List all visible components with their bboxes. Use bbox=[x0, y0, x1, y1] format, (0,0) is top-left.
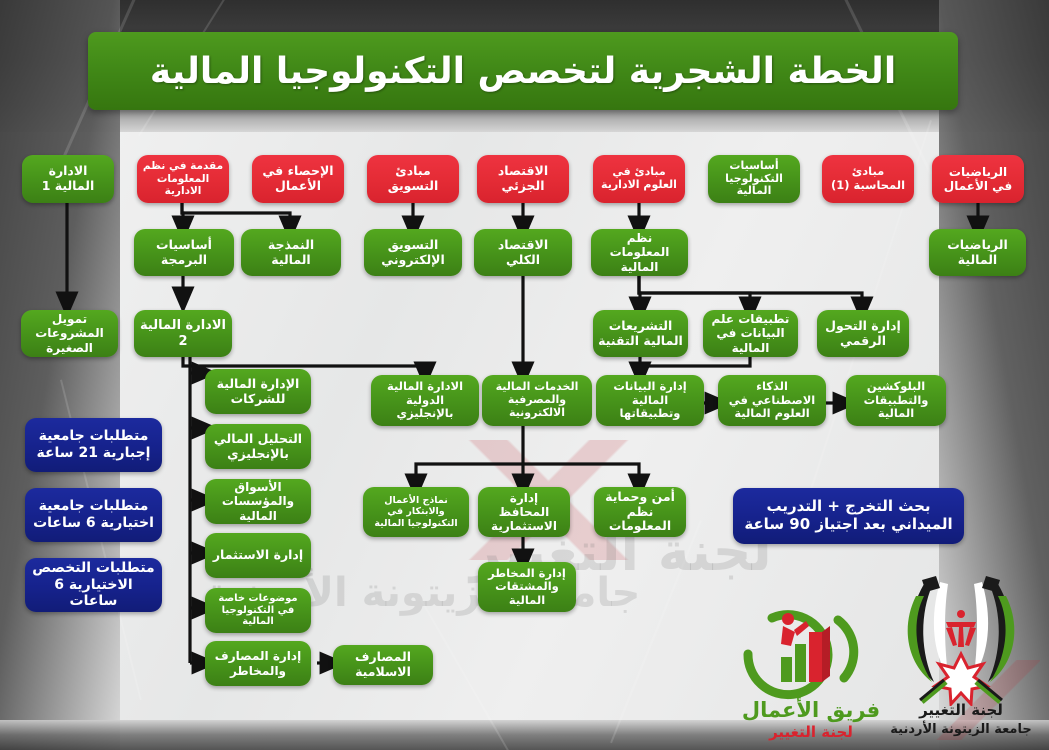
course-node-islamic-banks[interactable]: المصارف الاسلامية bbox=[333, 645, 433, 685]
node-label: تمويل المشروعات الصغيرة bbox=[35, 312, 104, 355]
node-label: التحليل المالي بالإنجليزي bbox=[213, 430, 303, 461]
university-logo-title: لجنة التغيير bbox=[919, 701, 1003, 719]
course-node-e-banking[interactable]: الخدمات المالية والمصرفية الالكترونية bbox=[482, 375, 592, 426]
node-label: الإحصاء في الأعمال bbox=[262, 163, 334, 193]
node-label: الخدمات المالية والمصرفية الالكترونية bbox=[495, 380, 579, 419]
university-logo: لجنة التغيير جامعة الزيتونة الأردنية bbox=[886, 556, 1036, 746]
node-label: التشريعات المالية التقنية bbox=[598, 317, 683, 348]
node-label: إدارة المصارف والمخاطر bbox=[214, 649, 302, 678]
node-label: الذكاء الاصطناعي في العلوم المالية bbox=[728, 379, 816, 421]
course-node-ai-finance[interactable]: الذكاء الاصطناعي في العلوم المالية bbox=[718, 375, 826, 426]
course-node-fin-modeling[interactable]: النمذجة المالية bbox=[241, 229, 341, 276]
course-node-fin-info-sys[interactable]: نظم المعلومات المالية bbox=[591, 229, 688, 276]
node-label: الرياضيات المالية bbox=[947, 236, 1008, 267]
course-node-marketing-prin[interactable]: مبادئ التسويق bbox=[367, 155, 459, 203]
course-node-banks-risk[interactable]: إدارة المصارف والمخاطر bbox=[205, 641, 311, 686]
node-label: أساسيات التكنولوجيا المالية bbox=[725, 158, 783, 198]
page-title: الخطة الشجرية لتخصص التكنولوجيا المالية bbox=[88, 32, 958, 110]
node-label: متطلبات التخصص الاختيارية 6 ساعات bbox=[32, 560, 155, 610]
university-logo-subtitle: جامعة الزيتونة الأردنية bbox=[890, 722, 1032, 737]
node-label: إدارة البيانات المالية وتطبيقاتها bbox=[613, 379, 687, 421]
course-node-prog-basics[interactable]: أساسيات البرمجة bbox=[134, 229, 234, 276]
node-label: إدارة التحول الرقمي bbox=[825, 317, 901, 348]
course-node-admin-sci-prin[interactable]: مبادئ في العلوم الادارية bbox=[593, 155, 685, 203]
course-node-fin-analysis-eng[interactable]: التحليل المالي بالإنجليزي bbox=[205, 424, 311, 469]
graduation-requirement-box[interactable]: بحث التخرج + التدريب الميداني بعد اجتياز… bbox=[733, 488, 964, 544]
node-label: إدارة المحافظ الاستثمارية bbox=[491, 490, 557, 534]
business-team-logo-subtitle: لجنة التغيير bbox=[769, 723, 853, 741]
course-node-micro-econ[interactable]: الاقتصاد الجزئي bbox=[477, 155, 569, 203]
node-label: الأسواق والمؤسسات المالية bbox=[221, 480, 295, 523]
requirement-box-major-elective[interactable]: متطلبات التخصص الاختيارية 6 ساعات bbox=[25, 558, 162, 612]
requirement-box-univ-mandatory[interactable]: متطلبات جامعية إجبارية 21 ساعة bbox=[25, 418, 162, 472]
course-node-blockchain[interactable]: البلوكشين والتطبيقات المالية bbox=[846, 375, 946, 426]
node-label: الاقتصاد الكلي bbox=[497, 236, 549, 267]
node-label: بحث التخرج + التدريب الميداني بعد اجتياز… bbox=[744, 497, 953, 533]
node-label: مبادئ التسويق bbox=[387, 163, 439, 193]
node-label: الادارة المالية 1 bbox=[41, 163, 95, 193]
course-node-e-marketing[interactable]: التسويق الإلكتروني bbox=[364, 229, 462, 276]
page-title-text: الخطة الشجرية لتخصص التكنولوجيا المالية bbox=[149, 50, 897, 92]
course-node-info-security[interactable]: أمن وحماية نظم المعلومات bbox=[594, 487, 686, 537]
course-node-macro-econ[interactable]: الاقتصاد الكلي bbox=[474, 229, 572, 276]
course-node-intro-mis[interactable]: مقدمة في نظم المعلومات الادارية bbox=[137, 155, 229, 203]
course-node-corp-fin-mgmt[interactable]: الإدارة المالية للشركات bbox=[205, 369, 311, 414]
node-label: الإدارة المالية للشركات bbox=[216, 375, 300, 406]
course-node-fin-mgmt-1[interactable]: الادارة المالية 1 bbox=[22, 155, 114, 203]
business-team-logo-title: فريق الأعمال bbox=[741, 698, 881, 722]
course-node-fintech-basics[interactable]: أساسيات التكنولوجيا المالية bbox=[708, 155, 800, 203]
node-label: أساسيات البرمجة bbox=[156, 236, 212, 267]
node-label: متطلبات جامعية اختيارية 6 ساعات bbox=[33, 498, 154, 531]
business-team-logo: فريق الأعمال لجنة التغيير bbox=[726, 602, 896, 742]
node-label: نماذج الأعمال والابتكار في التكنولوجيا ا… bbox=[374, 495, 458, 529]
node-label: مبادئ المحاسبة (1) bbox=[830, 164, 906, 192]
node-label: الادارة المالية الدولية بالإنجليزي bbox=[386, 379, 464, 421]
course-node-data-mgmt[interactable]: إدارة البيانات المالية وتطبيقاتها bbox=[596, 375, 704, 426]
node-label: الاقتصاد الجزئي bbox=[497, 163, 549, 193]
course-node-accounting-1[interactable]: مبادئ المحاسبة (1) bbox=[822, 155, 914, 203]
course-node-markets-inst[interactable]: الأسواق والمؤسسات المالية bbox=[205, 479, 311, 524]
course-node-digital-transf[interactable]: إدارة التحول الرقمي bbox=[817, 310, 909, 357]
node-label: الادارة المالية 2 bbox=[140, 318, 226, 349]
university-logo-mark bbox=[907, 576, 1015, 708]
node-label: البلوكشين والتطبيقات المالية bbox=[863, 379, 929, 421]
course-node-fintech-legis[interactable]: التشريعات المالية التقنية bbox=[593, 310, 688, 357]
course-node-risk-derivs[interactable]: إدارة المخاطر والمشتقات المالية bbox=[478, 562, 576, 612]
background-bottom-band bbox=[0, 720, 1049, 750]
course-node-intl-fin-eng[interactable]: الادارة المالية الدولية بالإنجليزي bbox=[371, 375, 479, 426]
course-node-portfolio-mgmt[interactable]: إدارة المحافظ الاستثمارية bbox=[478, 487, 570, 537]
node-label: موضوعات خاصة في التكنولوجيا المالية bbox=[218, 592, 298, 628]
node-label: مبادئ في العلوم الادارية bbox=[601, 165, 677, 191]
course-node-small-proj-fin[interactable]: تمويل المشروعات الصغيرة bbox=[21, 310, 118, 357]
node-label: متطلبات جامعية إجبارية 21 ساعة bbox=[36, 428, 151, 461]
course-node-special-topics[interactable]: موضوعات خاصة في التكنولوجيا المالية bbox=[205, 588, 311, 633]
course-node-business-stats[interactable]: الإحصاء في الأعمال bbox=[252, 155, 344, 203]
node-label: أمن وحماية نظم المعلومات bbox=[605, 488, 675, 534]
node-label: نظم المعلومات المالية bbox=[609, 231, 670, 274]
node-label: تطبيقات علم البيانات في المالية bbox=[711, 312, 790, 355]
node-label: النمذجة المالية bbox=[267, 236, 315, 267]
course-node-biz-models[interactable]: نماذج الأعمال والابتكار في التكنولوجيا ا… bbox=[363, 487, 469, 537]
requirement-box-univ-elective[interactable]: متطلبات جامعية اختيارية 6 ساعات bbox=[25, 488, 162, 542]
node-label: الرياضيات في الأعمال bbox=[943, 164, 1013, 193]
node-label: إدارة الاستثمار bbox=[212, 547, 304, 563]
business-team-logo-mark bbox=[743, 610, 859, 700]
course-node-data-sci-apps[interactable]: تطبيقات علم البيانات في المالية bbox=[703, 310, 798, 357]
node-label: التسويق الإلكتروني bbox=[381, 236, 445, 267]
course-node-investment-mgmt[interactable]: إدارة الاستثمار bbox=[205, 533, 311, 578]
node-label: المصارف الاسلامية bbox=[354, 649, 412, 679]
background-left-band bbox=[0, 0, 120, 750]
node-label: مقدمة في نظم المعلومات الادارية bbox=[142, 160, 224, 198]
course-node-fin-math[interactable]: الرياضيات المالية bbox=[929, 229, 1026, 276]
node-label: إدارة المخاطر والمشتقات المالية bbox=[488, 565, 566, 607]
course-node-business-math[interactable]: الرياضيات في الأعمال bbox=[932, 155, 1024, 203]
course-node-fin-mgmt-2[interactable]: الادارة المالية 2 bbox=[134, 310, 232, 357]
